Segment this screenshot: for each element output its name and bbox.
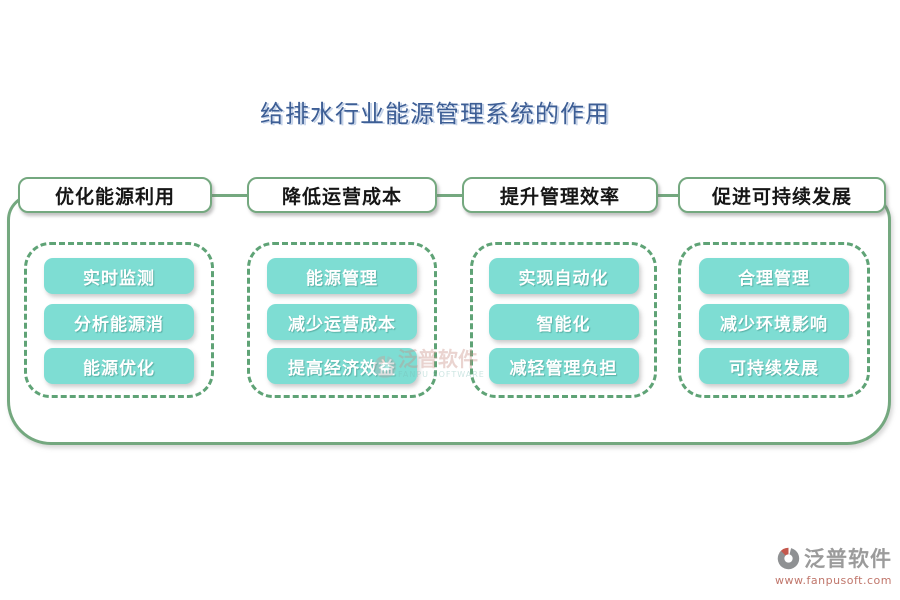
column-header-reduce-cost: 降低运营成本 xyxy=(247,177,437,213)
item-pill: 减少运营成本 xyxy=(267,304,417,340)
item-pill: 能源管理 xyxy=(267,258,417,294)
corner-watermark-brand: 泛普软件 xyxy=(804,546,892,571)
group-management-efficiency: 实现自动化 智能化 减轻管理负担 xyxy=(470,242,657,398)
column-header-optimize-energy: 优化能源利用 xyxy=(18,177,212,213)
diagram-title: 给排水行业能源管理系统的作用 xyxy=(260,100,610,128)
item-pill: 可持续发展 xyxy=(699,348,849,384)
item-pill: 分析能源消 xyxy=(44,304,194,340)
group-sustainable-development: 合理管理 减少环境影响 可持续发展 xyxy=(678,242,870,398)
group-optimize-energy: 实时监测 分析能源消 能源优化 xyxy=(24,242,214,398)
item-pill: 提高经济效益 xyxy=(267,348,417,384)
group-reduce-cost: 能源管理 减少运营成本 提高经济效益 xyxy=(247,242,437,398)
item-pill: 能源优化 xyxy=(44,348,194,384)
column-header-sustainable-development: 促进可持续发展 xyxy=(678,177,886,213)
item-pill: 智能化 xyxy=(488,304,639,340)
item-pill: 减轻管理负担 xyxy=(488,348,639,384)
corner-watermark: 泛普软件 www.fanpusoft.com xyxy=(775,543,892,587)
column-header-management-efficiency: 提升管理效率 xyxy=(462,177,658,213)
fanpu-logo-icon xyxy=(777,547,800,569)
item-pill: 实时监测 xyxy=(44,258,194,294)
item-pill: 合理管理 xyxy=(699,258,849,294)
item-pill: 实现自动化 xyxy=(488,258,639,294)
item-pill: 减少环境影响 xyxy=(699,304,849,340)
corner-watermark-url: www.fanpusoft.com xyxy=(775,574,892,587)
